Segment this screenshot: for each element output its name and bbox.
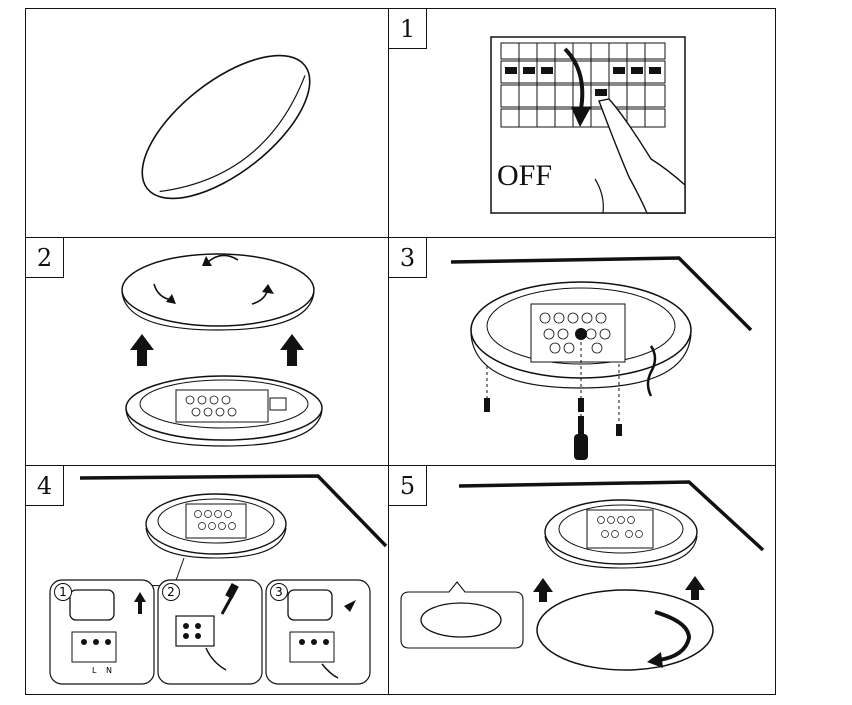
breaker-box-drawing <box>490 36 686 214</box>
step-number: 5 <box>389 466 427 506</box>
screw-icon <box>484 398 622 436</box>
terminal-cover <box>287 589 333 621</box>
step-number: 4 <box>26 466 64 506</box>
cover-disc <box>121 253 315 327</box>
screwdriver-icon <box>220 595 234 615</box>
step-number: 1 <box>389 9 427 49</box>
power-cable <box>646 345 657 397</box>
terminal-block <box>175 615 215 647</box>
cover-disc <box>536 589 714 671</box>
terminal-block <box>71 631 117 663</box>
terminal-block <box>289 631 335 663</box>
panel-step-5: 5 <box>388 465 776 695</box>
substep-1-number: 1 <box>54 583 72 601</box>
terminal-mark-n: N <box>106 666 112 675</box>
arrow-up-icon <box>134 592 146 602</box>
ceiling-line <box>450 256 753 332</box>
arrow-up-icon <box>533 576 705 602</box>
wiring-drawing <box>49 474 388 685</box>
led-board <box>175 389 269 423</box>
panel-overview <box>25 8 389 238</box>
substep-3-number: 3 <box>270 583 288 601</box>
terminal-cover <box>69 589 115 621</box>
base-mounting-drawing <box>450 256 753 460</box>
panel-step-1: 1 <box>388 8 776 238</box>
panel-step-2: 2 <box>25 237 389 466</box>
arrow-down-icon <box>344 600 356 612</box>
cover-removal-drawing <box>121 253 323 447</box>
off-label: OFF <box>497 159 553 192</box>
ceiling-line <box>79 474 388 548</box>
terminal-mark-l: L <box>92 666 97 675</box>
panel-step-3: 3 <box>388 237 776 466</box>
ceiling-line <box>458 480 765 552</box>
cover-fitting-drawing <box>400 480 765 671</box>
hand-icon <box>598 98 686 214</box>
panel-step-4: 4 <box>25 465 389 695</box>
step-number: 3 <box>389 238 427 278</box>
arrow-up-icon <box>130 334 304 366</box>
ceiling-lamp-drawing <box>141 54 311 200</box>
substep-2-number: 2 <box>162 583 180 601</box>
rotate-arrow-icon <box>647 652 663 668</box>
arrow-down-icon <box>571 107 591 127</box>
screwdriver-icon <box>574 416 588 460</box>
step-number: 2 <box>26 238 64 278</box>
